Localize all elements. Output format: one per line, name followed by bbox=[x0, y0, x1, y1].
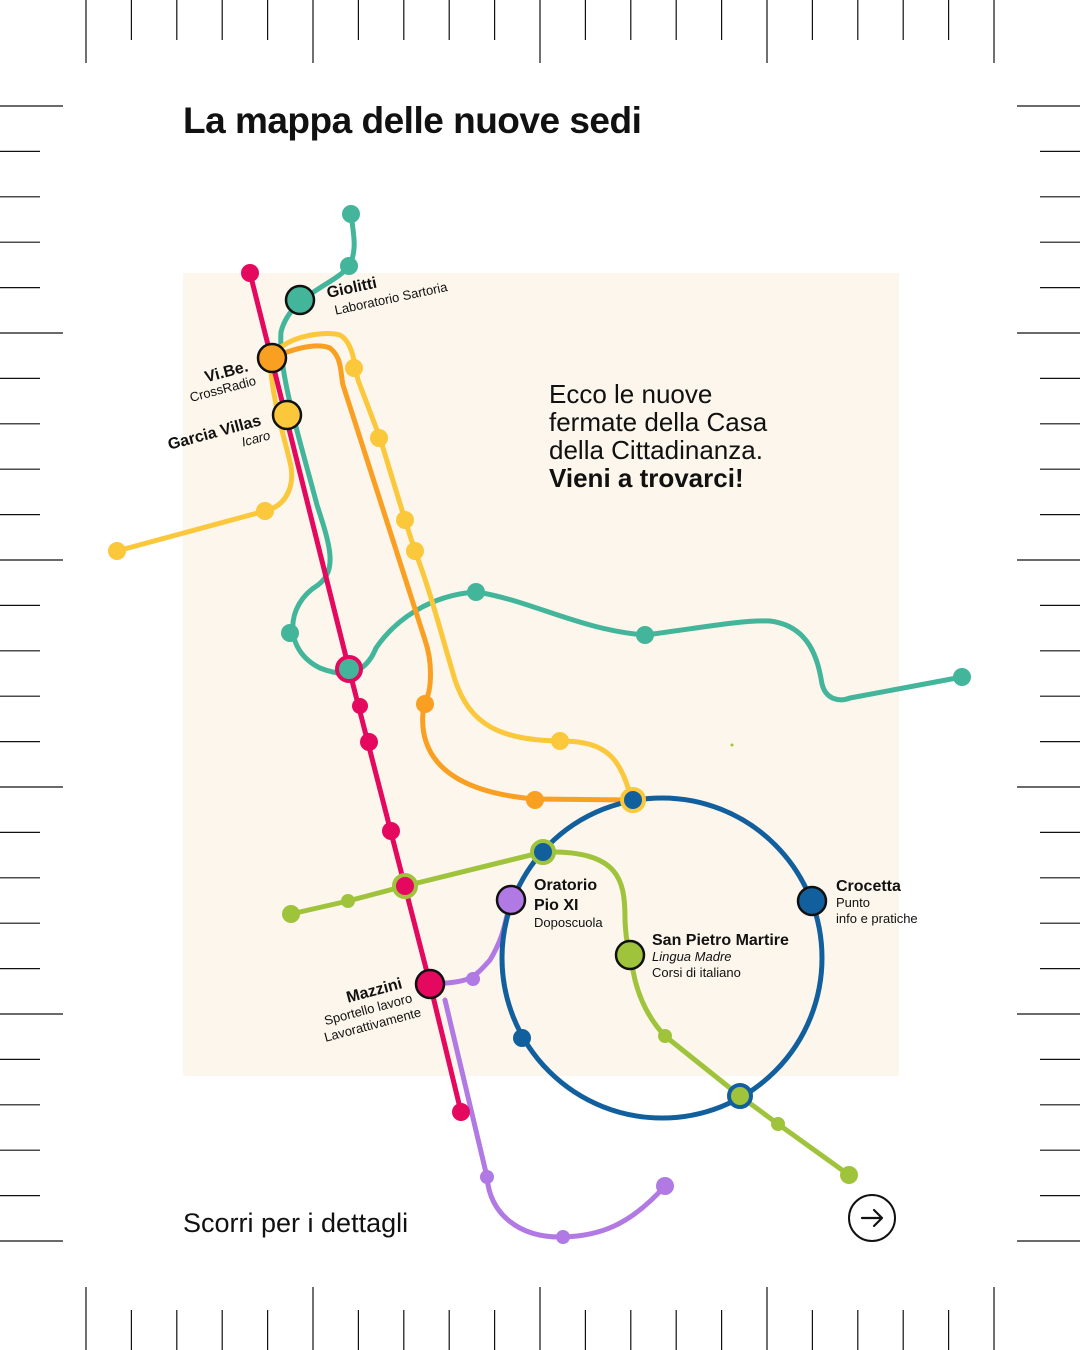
station-marker-crocetta[interactable] bbox=[796, 885, 828, 917]
station-name-spm: San Pietro Martire bbox=[652, 932, 789, 949]
station-service-crocetta-line2: info e pratiche bbox=[836, 911, 918, 926]
station-service-crocetta-line1: Punto bbox=[836, 895, 870, 910]
station-name-crocetta: Crocetta bbox=[836, 878, 901, 895]
label-oratorio: Oratorio Pio XI Doposcuola bbox=[534, 877, 603, 930]
interchange-stops bbox=[335, 655, 753, 1109]
page-title: La mappa delle nuove sedi bbox=[183, 100, 642, 141]
station-labels: Giolitti Laboratorio Sartoria Vi.Be. Cro… bbox=[166, 275, 918, 1045]
arrow-right-icon bbox=[860, 1208, 884, 1228]
label-mazzini: Mazzini Sportello lavoro Lavorattivament… bbox=[322, 975, 422, 1044]
map-background-panel bbox=[183, 273, 899, 1076]
station-marker-vibe[interactable] bbox=[256, 342, 288, 374]
label-spm: San Pietro Martire Lingua Madre Corsi di… bbox=[652, 932, 789, 980]
intro-cta: Vieni a trovarci! bbox=[549, 463, 744, 493]
station-service-spm-line2: Corsi di italiano bbox=[652, 965, 741, 980]
station-marker-mazzini[interactable] bbox=[414, 968, 446, 1000]
station-service-oratorio: Doposcuola bbox=[534, 915, 603, 930]
label-garcia: Garcia Villas Icaro bbox=[166, 412, 272, 453]
intro-text: Ecco le nuove fermate della Casa della C… bbox=[549, 380, 849, 492]
minor-stops bbox=[108, 205, 971, 1244]
station-service-garcia: Icaro bbox=[240, 428, 272, 450]
green-line bbox=[288, 849, 852, 1178]
station-markers bbox=[256, 284, 828, 1000]
label-vibe: Vi.Be. CrossRadio bbox=[188, 358, 257, 404]
station-marker-oratorio[interactable] bbox=[495, 884, 527, 916]
station-service-spm-line1: Lingua Madre bbox=[652, 949, 732, 964]
station-name-oratorio-line1: Oratorio bbox=[534, 877, 597, 894]
blue-circle-line bbox=[499, 795, 825, 1121]
orange-line bbox=[269, 343, 635, 803]
label-crocetta: Crocetta Punto info e pratiche bbox=[836, 878, 918, 926]
station-marker-giolitti[interactable] bbox=[284, 284, 316, 316]
next-button[interactable] bbox=[848, 1194, 896, 1242]
intro-line-1: Ecco le nuove bbox=[549, 379, 713, 409]
station-marker-spm[interactable] bbox=[614, 939, 646, 971]
station-marker-garcia[interactable] bbox=[271, 399, 303, 431]
scroll-hint: Scorri per i dettagli bbox=[183, 1208, 409, 1238]
intro-line-3: della Cittadinanza. bbox=[549, 435, 763, 465]
intro-line-2: fermate della Casa bbox=[549, 407, 768, 437]
station-name-oratorio-line2: Pio XI bbox=[534, 897, 578, 914]
